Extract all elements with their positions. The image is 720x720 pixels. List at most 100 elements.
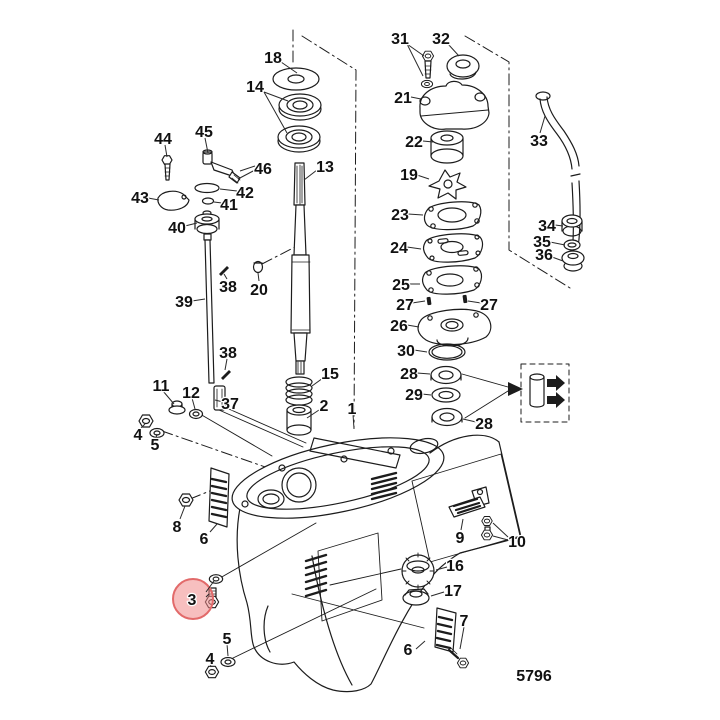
leader-line-30 <box>413 349 428 353</box>
part-4-nut-lower <box>204 665 220 679</box>
callout-17-47: 17 <box>444 583 462 600</box>
leader-line-7 <box>459 626 465 650</box>
callout-23-16: 23 <box>391 207 409 224</box>
centerlines <box>161 29 571 500</box>
callout-38-29: 38 <box>219 345 237 362</box>
leader-line-37 <box>214 399 224 403</box>
leader-line-4 <box>140 423 146 429</box>
leader-line-20 <box>257 272 260 282</box>
part-22-pump-cup <box>430 130 464 164</box>
figure-code: 5796 <box>516 668 552 685</box>
callout-33-6: 33 <box>530 133 548 150</box>
leader-line-15 <box>311 377 324 387</box>
leader-line-27 <box>467 300 482 304</box>
callout-10-44: 10 <box>508 534 526 551</box>
leader-line-12 <box>191 397 196 410</box>
part-37-shift-cam <box>213 385 307 448</box>
leader-line-41 <box>213 201 223 204</box>
leader-line-39 <box>191 298 206 302</box>
leader-line-19 <box>416 174 430 180</box>
part-21-pump-housing <box>419 80 490 130</box>
callout-14-1: 14 <box>246 79 264 96</box>
leader-line-6 <box>209 523 218 533</box>
leader-line-8 <box>179 505 186 520</box>
part-7-screw <box>447 647 470 669</box>
leader-line-46 <box>237 169 256 180</box>
part-29-washer <box>431 387 461 403</box>
callout-31-2: 31 <box>391 31 409 48</box>
part-14-bearings <box>277 93 322 153</box>
part-9-anode-bracket <box>448 486 490 518</box>
callout-8-41: 8 <box>173 519 182 536</box>
leader-line-38 <box>224 358 228 371</box>
leader-line-5 <box>155 433 158 439</box>
part-46-link-arm <box>210 161 241 184</box>
part-5-washer-lower <box>220 656 236 668</box>
seal-detail-callout <box>461 363 570 423</box>
highlight-circle[interactable] <box>172 578 214 620</box>
leader-line-2 <box>306 409 320 419</box>
part-6-anode-left <box>208 467 230 528</box>
callout-36-19: 36 <box>535 247 553 264</box>
callout-5-48: 5 <box>223 631 232 648</box>
leader-line-4 <box>209 662 212 668</box>
callout-43-13: 43 <box>131 190 149 207</box>
callout-1-35: 1 <box>348 401 357 418</box>
callout-5-39: 5 <box>151 437 160 454</box>
leader-line-17 <box>430 591 445 597</box>
callout-25-23: 25 <box>392 277 410 294</box>
part-13-driveshaft <box>290 162 311 375</box>
leader-line-14 <box>263 91 289 102</box>
part-43-anode-tab <box>157 190 190 211</box>
part-36-grommet <box>561 250 585 272</box>
part-12-washer <box>188 408 204 420</box>
part-2-bushing <box>286 404 312 436</box>
part-4-nut-upper <box>138 414 154 428</box>
callout-9-43: 9 <box>456 530 465 547</box>
callout-15-30: 15 <box>321 366 339 383</box>
callout-46-9: 46 <box>254 161 272 178</box>
callout-22-5: 22 <box>405 134 423 151</box>
callout-34-17: 34 <box>538 218 556 235</box>
callout-18-0: 18 <box>264 50 282 67</box>
callout-28-40: 28 <box>475 416 493 433</box>
part-8-nut <box>178 493 194 507</box>
callout-38-21: 38 <box>219 279 237 296</box>
leader-line-36 <box>551 256 564 262</box>
callout-44-7: 44 <box>154 131 172 148</box>
leader-line-38 <box>223 273 228 280</box>
part-6-anode-right <box>434 607 457 653</box>
part-44-screw <box>161 155 173 181</box>
callout-6-42: 6 <box>200 531 209 548</box>
callout-16-46: 16 <box>446 558 464 575</box>
callout-28-31: 28 <box>400 366 418 383</box>
callout-12-37: 12 <box>182 385 200 402</box>
leader-line-9 <box>460 518 464 531</box>
callout-4-38: 4 <box>134 427 143 444</box>
part-28-seal-lower <box>431 407 463 427</box>
part-11-bushing <box>168 400 186 415</box>
callout-32-3: 32 <box>432 31 450 48</box>
leader-line-13 <box>303 169 318 181</box>
leader-line-6 <box>415 640 426 650</box>
part-35-ring <box>563 239 581 251</box>
callout-40-15: 40 <box>168 220 186 237</box>
part-10-nut-bolt <box>480 516 494 541</box>
callout-13-10: 13 <box>316 159 334 176</box>
part-15-spring <box>285 376 313 406</box>
leader-line-22 <box>422 140 434 143</box>
part-33-water-tube <box>535 91 581 246</box>
callout-21-4: 21 <box>394 90 412 107</box>
part-24-wear-plate <box>422 233 484 263</box>
leader-line-16 <box>435 566 448 571</box>
leader-line-46 <box>239 165 256 172</box>
leader-line-32 <box>447 43 460 57</box>
part-25-gasket <box>421 265 483 295</box>
part-42-oring <box>194 182 220 194</box>
part-18-washer <box>272 67 320 91</box>
leader-line-10 <box>492 535 509 541</box>
leader-line-35 <box>549 241 566 246</box>
part-40-bushing-cap <box>194 210 220 235</box>
